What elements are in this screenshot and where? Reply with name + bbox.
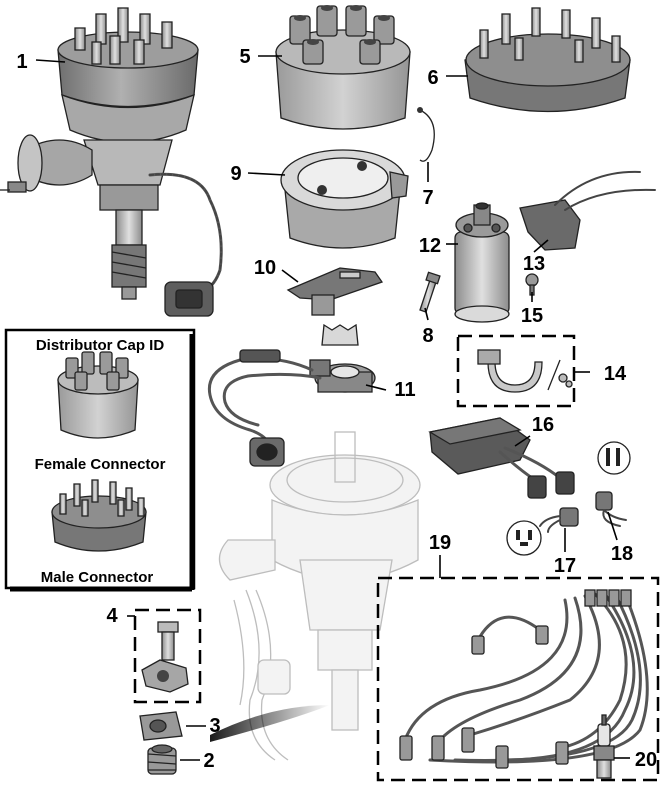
part-2-distributor-gear	[147, 744, 177, 775]
distributor-cap-id-box: Distributor Cap ID Female Connector Male	[4, 328, 196, 592]
callout-10: 10	[254, 257, 276, 279]
part-3-retainer	[139, 711, 183, 741]
part-7-clip	[417, 107, 435, 162]
part-4-hold-down-clamp-and-bolt	[133, 608, 202, 704]
callout-13: 13	[523, 253, 545, 275]
callout-12: 12	[419, 235, 441, 257]
callout-14: 14	[604, 363, 627, 385]
part-5-distributor-cap-female	[275, 5, 411, 130]
part-6-distributor-cap-male	[464, 7, 631, 113]
callout-15: 15	[521, 305, 543, 327]
ghost-distributor-assembly	[218, 431, 421, 761]
part-13-coil-connector	[519, 170, 656, 251]
part-15-screw	[525, 273, 539, 296]
callout-9: 9	[230, 163, 241, 185]
female-connector-label: Female Connector	[35, 456, 166, 473]
reluctor-wheel	[321, 323, 359, 346]
callout-11: 11	[394, 379, 415, 401]
callout-4: 4	[106, 605, 118, 627]
female-connector-cap-icon	[57, 351, 139, 439]
callout-19: 19	[429, 532, 451, 554]
part-1-complete-distributor	[0, 7, 223, 317]
part-17-pigtail-connector	[506, 507, 579, 556]
leader-lines	[35, 55, 630, 761]
callout-6: 6	[427, 67, 438, 89]
part-18-pigtail-connector	[595, 441, 631, 527]
part-14-coil-bracket-kit	[456, 334, 576, 408]
callout-numbers: 1 2 3 4 5 6 7 8 9 10 11 12 13 14 15 16 1…	[16, 46, 657, 772]
callout-1: 1	[16, 51, 27, 73]
assembly-arrow	[210, 705, 330, 742]
callout-3: 3	[209, 715, 220, 737]
callout-8: 8	[422, 325, 433, 347]
callout-16: 16	[532, 414, 554, 436]
part-8-bolt	[419, 271, 441, 313]
part-10-rotor	[286, 267, 384, 316]
callout-17: 17	[554, 555, 576, 577]
callout-7: 7	[422, 187, 433, 209]
callout-2: 2	[203, 750, 214, 772]
male-connector-cap-icon	[51, 479, 147, 552]
part-12-ignition-coil	[454, 202, 510, 323]
part-9-cap-adapter	[280, 149, 409, 249]
part-11-pickup-coil	[207, 349, 376, 467]
id-box-title: Distributor Cap ID	[36, 337, 165, 354]
part-20-spark-plug	[593, 714, 615, 779]
male-connector-label: Male Connector	[41, 569, 154, 586]
callout-5: 5	[239, 46, 250, 68]
part-19-spark-plug-wire-set	[376, 576, 660, 782]
part-16-ignition-module	[428, 417, 575, 499]
callout-20: 20	[635, 749, 657, 771]
callout-18: 18	[611, 543, 633, 565]
